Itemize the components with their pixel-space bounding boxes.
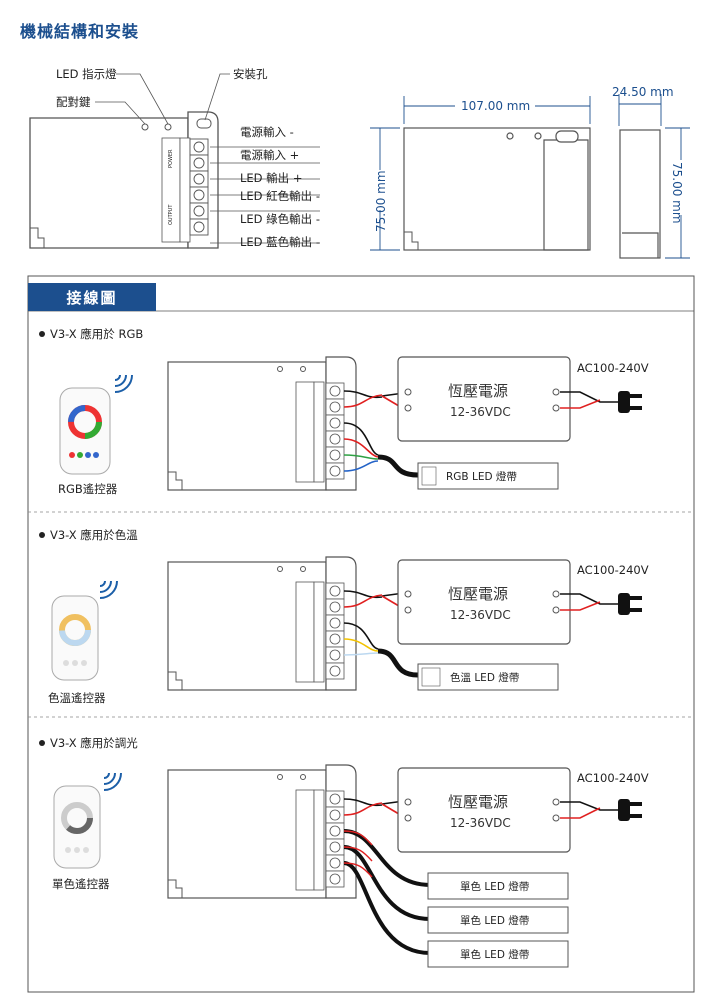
ac-wiring <box>560 391 620 819</box>
mono-remote-label: 單色遙控器 <box>52 877 110 891</box>
label-led-indicator: LED 指示燈 <box>56 67 117 81</box>
psu-voltage: 12-36VDC <box>450 608 511 622</box>
mech-output-text: OUTPUT <box>168 204 174 225</box>
section-heading-dim: V3-X 應用於調光 <box>50 736 138 750</box>
psu-title: 恆壓電源 <box>448 793 508 811</box>
led-strip-mono-label: 單色 LED 燈帶 <box>460 880 529 893</box>
led-strip-mono <box>427 872 569 968</box>
led-strip-mono-label: 單色 LED 燈帶 <box>460 948 529 961</box>
controller-mono <box>167 764 431 955</box>
led-strip-mono-label: 單色 LED 燈帶 <box>460 914 529 927</box>
wiring-tab: 接線圖 <box>28 283 156 311</box>
led-strip-cct <box>417 663 559 691</box>
ac-input-label: AC100-240V <box>577 361 649 375</box>
psu-box <box>397 356 571 853</box>
wifi-icon <box>103 772 122 791</box>
dim-lines <box>370 94 690 259</box>
label-power-in-pos: 電源輸入 + <box>240 148 299 162</box>
dim-width: 107.00 mm <box>461 99 530 113</box>
mech-side-view <box>619 129 661 259</box>
led-strip-cct-label: 色溫 LED 燈帶 <box>450 671 519 684</box>
controller-rgb <box>167 356 419 491</box>
label-mount-hole: 安裝孔 <box>233 67 268 81</box>
psu-title: 恆壓電源 <box>448 585 508 603</box>
page-title: 機械結構和安裝 <box>20 22 140 41</box>
ac-input-label: AC100-240V <box>577 563 649 577</box>
label-led-green-out: LED 綠色輸出 - <box>240 212 320 226</box>
rgb-remote <box>59 387 111 475</box>
wifi-icon <box>99 580 118 599</box>
led-strip-rgb <box>417 462 559 490</box>
ac-plug-icon <box>618 391 642 821</box>
wiring-frame <box>27 275 695 993</box>
cct-remote <box>51 595 99 681</box>
wifi-icon <box>114 374 133 393</box>
ac-input-label: AC100-240V <box>577 771 649 785</box>
dim-depth: 24.50 mm <box>612 85 674 99</box>
section-heading-rgb: V3-X 應用於 RGB <box>50 327 143 341</box>
label-led-red-out: LED 紅色輸出 - <box>240 189 320 203</box>
label-pair-key: 配對鍵 <box>56 95 91 109</box>
section-heading-cct: V3-X 應用於色溫 <box>50 528 138 542</box>
mech-leader-lines <box>95 73 320 244</box>
dim-height-side: 75.00 mm <box>670 162 684 224</box>
psu-title: 恆壓電源 <box>448 382 508 400</box>
mech-front-view <box>29 111 219 249</box>
cct-remote-label: 色溫遙控器 <box>48 691 106 705</box>
led-strip-rgb-label: RGB LED 燈帶 <box>446 470 517 483</box>
mech-top-view <box>403 127 591 251</box>
psu-voltage: 12-36VDC <box>450 405 511 419</box>
controller-cct <box>167 556 419 691</box>
label-power-in-neg: 電源輸入 - <box>240 125 294 139</box>
mech-power-text: POWER <box>168 149 174 168</box>
dim-height: 75.00 mm <box>374 170 388 232</box>
rgb-remote-label: RGB遙控器 <box>58 482 118 496</box>
label-led-blue-out: LED 藍色輸出 - <box>240 235 320 249</box>
label-led-out-pos: LED 輸出 + <box>240 171 302 185</box>
mono-remote <box>53 785 101 869</box>
psu-terminals <box>404 388 560 822</box>
psu-voltage: 12-36VDC <box>450 816 511 830</box>
